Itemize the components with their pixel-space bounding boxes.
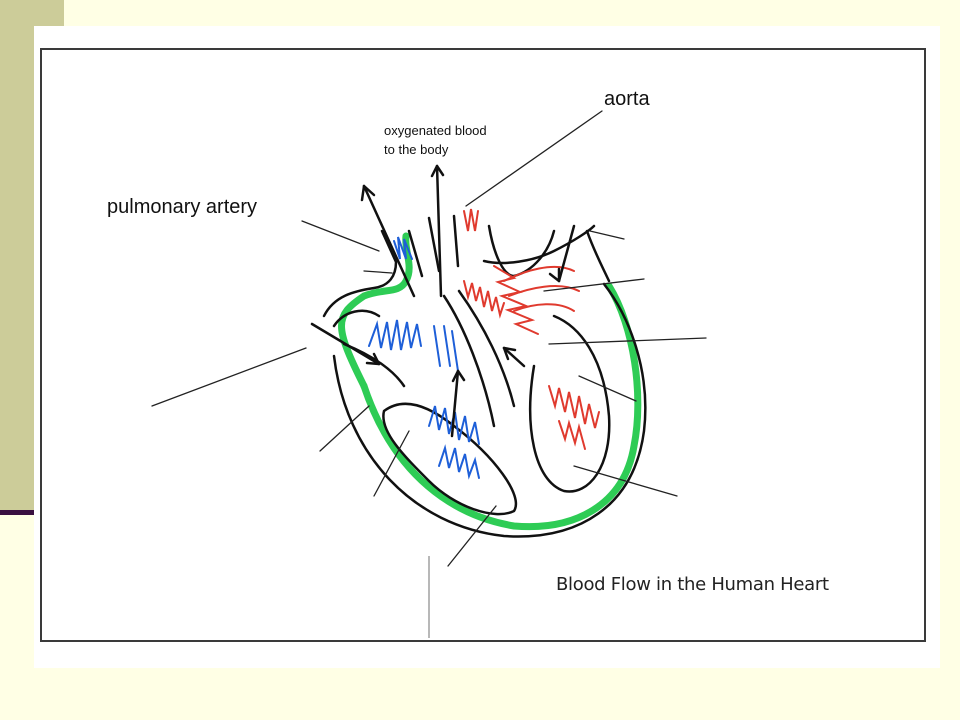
deoxygenated-blood-scribble xyxy=(368,236,480,480)
flow-arrows xyxy=(310,164,576,438)
label-pulmonary-artery: pulmonary artery xyxy=(107,196,258,218)
heart-outer-wall xyxy=(338,232,642,531)
leader-lines xyxy=(151,110,707,567)
label-oxygenated-line2: to the body xyxy=(384,142,449,157)
oxygenated-blood-scribble xyxy=(463,208,600,450)
diagram-frame xyxy=(40,48,926,642)
diagram-caption: Blood Flow in the Human Heart xyxy=(556,574,829,595)
heart-outline xyxy=(322,214,647,538)
label-oxygenated-line1: oxygenated blood xyxy=(384,123,487,138)
heart-diagram xyxy=(151,110,707,638)
heart-diagram-image: aorta oxygenated blood to the body pulmo… xyxy=(34,26,940,668)
label-aorta: aorta xyxy=(604,88,650,110)
slide-side-rule xyxy=(0,510,34,515)
